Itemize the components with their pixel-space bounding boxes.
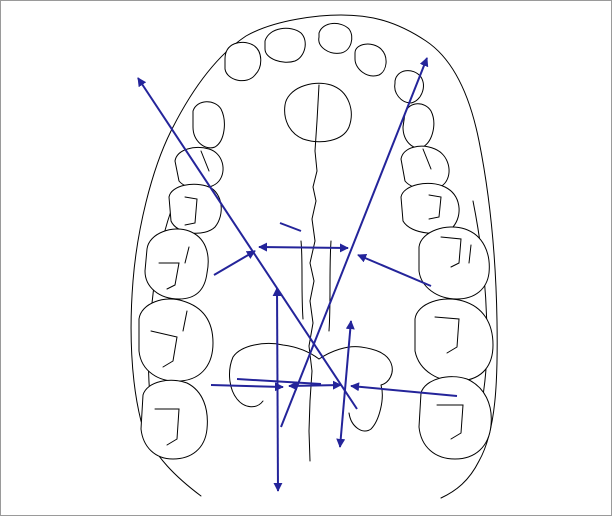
horizontal-arrow-left-in [211, 385, 283, 387]
molar-right-1 [419, 227, 489, 299]
arrow-central-pair-bend [280, 223, 301, 231]
molar-left-1 [145, 229, 208, 299]
posterior-palate-left [230, 344, 319, 407]
molar-right-3 [419, 377, 491, 459]
diagonal-arrow-right-upper [281, 58, 427, 427]
molar-right-2 [415, 299, 493, 381]
horizontal-arrow-center-top [237, 379, 321, 384]
palatal-midline-inner [301, 241, 331, 331]
incisor-left-central-2 [265, 28, 305, 62]
incisor-right-central [355, 44, 386, 76]
canine-right [403, 104, 434, 148]
arrow-central-pair [259, 247, 348, 248]
molar-left-3 [141, 380, 207, 459]
horizontal-arrow-center [289, 385, 341, 386]
premolar-left-1 [175, 148, 223, 189]
premolar-right-2 [401, 183, 459, 233]
arrow-left-lateral-in [214, 251, 255, 275]
canine-left [193, 102, 224, 148]
incisor-left-lateral [225, 42, 261, 80]
vertical-arrow-left [277, 288, 278, 491]
incisor-left-central [319, 23, 352, 53]
